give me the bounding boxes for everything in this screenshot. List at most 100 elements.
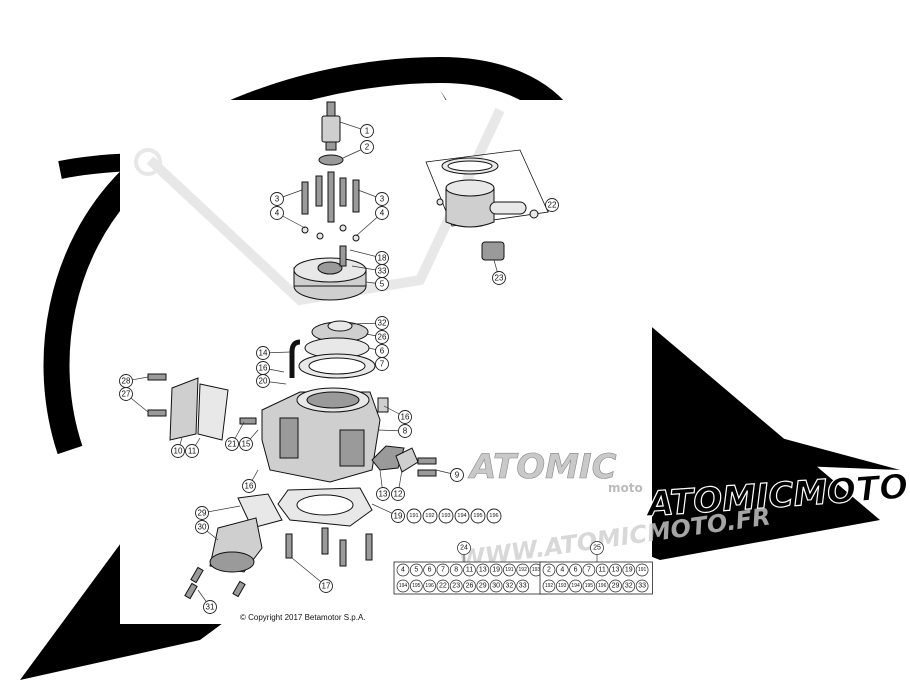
callout-label: 16 <box>259 364 268 373</box>
callout-c12[interactable]: 12 <box>391 487 405 501</box>
callout-c2[interactable]: 2 <box>360 140 374 154</box>
copyright-text: © Copyright 2017 Betamotor S.p.A. <box>240 613 366 622</box>
callout-label: 28 <box>122 377 131 386</box>
kit-item: 4 <box>560 567 564 574</box>
callout-label: 12 <box>394 490 403 499</box>
callout-c17[interactable]: 17 <box>319 579 333 593</box>
cylinder-part <box>261 387 389 483</box>
callout-label: 2 <box>365 143 370 152</box>
callout-c7[interactable]: 7 <box>375 357 389 371</box>
callout-c193[interactable]: 193 <box>438 508 454 524</box>
callout-c14[interactable]: 14 <box>256 346 270 360</box>
callout-c4b[interactable]: 4 <box>375 206 389 220</box>
callout-c26[interactable]: 26 <box>375 330 389 344</box>
kit-item: 33 <box>519 583 527 590</box>
callout-c9[interactable]: 9 <box>450 468 464 482</box>
callout-c195[interactable]: 195 <box>470 508 486 524</box>
callout-c194[interactable]: 194 <box>454 508 470 524</box>
callout-c192[interactable]: 192 <box>422 508 438 524</box>
kit-item: 196 <box>598 583 607 589</box>
callout-label: 5 <box>380 280 385 289</box>
callout-label: 194 <box>457 513 466 519</box>
kit-item: 13 <box>612 567 620 574</box>
kit-item: 194 <box>571 583 580 589</box>
kit-item: 192 <box>545 583 554 589</box>
kit-item: 26 <box>466 583 474 590</box>
callout-label: 4 <box>380 209 385 218</box>
callout-c16a[interactable]: 16 <box>256 361 270 375</box>
callout-c8[interactable]: 8 <box>398 424 412 438</box>
callout-c30[interactable]: 30 <box>195 520 209 534</box>
kit-item: 195 <box>412 583 421 589</box>
head-bolts-part <box>301 171 360 242</box>
callout-c22[interactable]: 22 <box>545 198 559 212</box>
needle-bearing-part <box>481 241 505 261</box>
kit-item: 7 <box>587 567 591 574</box>
callout-label: 192 <box>425 513 434 519</box>
parts-drawing <box>147 101 549 600</box>
callout-label: 14 <box>259 349 268 358</box>
callout-label: 26 <box>378 333 387 342</box>
callout-label: 191 <box>409 513 418 519</box>
callout-c20[interactable]: 20 <box>256 374 270 388</box>
callout-label: 4 <box>275 209 280 218</box>
callout-label: 30 <box>198 523 207 532</box>
kit-item: 19 <box>492 567 500 574</box>
callout-c13[interactable]: 13 <box>376 487 390 501</box>
studs-part <box>285 527 373 567</box>
callout-c28[interactable]: 28 <box>119 374 133 388</box>
callout-c4a[interactable]: 4 <box>270 206 284 220</box>
kit-item: 30 <box>492 583 500 590</box>
cylinder-head-part <box>293 245 367 301</box>
callout-label: 1 <box>365 127 370 136</box>
piston-kit-part <box>425 149 549 228</box>
callout-c5[interactable]: 5 <box>375 277 389 291</box>
kit-item: 195 <box>585 583 594 589</box>
exhaust-flange-part <box>147 373 257 441</box>
callout-c11[interactable]: 11 <box>185 444 199 458</box>
callout-c3b[interactable]: 3 <box>375 192 389 206</box>
kit-item: 32 <box>506 583 514 590</box>
kit-label: 25 <box>593 545 601 552</box>
callout-c16c[interactable]: 16 <box>242 479 256 493</box>
callout-c21[interactable]: 21 <box>225 437 239 451</box>
kit-item: 22 <box>439 583 447 590</box>
callout-c31[interactable]: 31 <box>203 600 217 614</box>
callout-c16b[interactable]: 16 <box>398 410 412 424</box>
kit-item: 196 <box>425 583 434 589</box>
callout-label: 10 <box>174 447 183 456</box>
callout-c1[interactable]: 1 <box>360 124 374 138</box>
callout-c15[interactable]: 15 <box>239 437 253 451</box>
callout-label: 22 <box>548 201 557 210</box>
kit-item: 193 <box>532 567 541 573</box>
callout-c27[interactable]: 27 <box>119 387 133 401</box>
callout-label: 6 <box>380 347 385 356</box>
callout-c196[interactable]: 196 <box>486 508 502 524</box>
callout-c191[interactable]: 191 <box>406 508 422 524</box>
callout-label: 16 <box>401 413 410 422</box>
callout-c23[interactable]: 23 <box>492 271 506 285</box>
callout-label: 11 <box>188 447 197 456</box>
callout-c3a[interactable]: 3 <box>270 192 284 206</box>
kit-item: 13 <box>479 567 487 574</box>
kit-item: 29 <box>479 583 487 590</box>
callout-label: 19 <box>394 512 403 521</box>
callout-label: 33 <box>378 267 387 276</box>
callout-c18[interactable]: 18 <box>375 251 389 265</box>
callout-c6[interactable]: 6 <box>375 344 389 358</box>
callout-c19[interactable]: 19 <box>391 509 405 523</box>
spark-plug-part <box>321 101 341 151</box>
callout-label: 29 <box>198 509 207 518</box>
callout-label: 13 <box>379 490 388 499</box>
callout-label: 18 <box>378 254 387 263</box>
callout-c33[interactable]: 33 <box>375 264 389 278</box>
logo-subtext: moto <box>608 481 643 495</box>
callout-c29[interactable]: 29 <box>195 506 209 520</box>
kit-item: 2 <box>547 567 551 574</box>
callout-label: 23 <box>495 274 504 283</box>
callout-c10[interactable]: 10 <box>171 444 185 458</box>
callout-c32[interactable]: 32 <box>375 316 389 330</box>
